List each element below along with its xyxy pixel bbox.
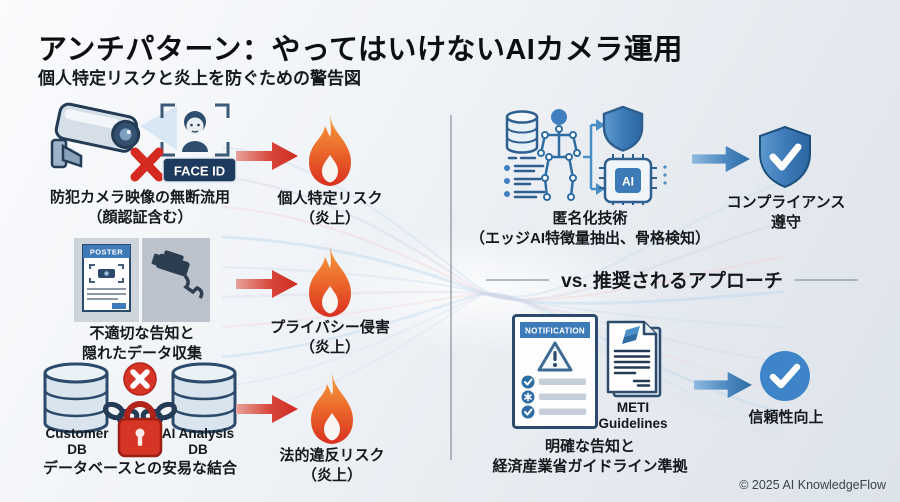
poster-sheet: POSTER (82, 244, 131, 312)
antipattern-caption-2: 不適切な告知と 隠れたデータ収集 (81, 325, 202, 362)
customer-db-cylinder (43, 362, 109, 434)
camera-body (54, 102, 141, 153)
branch-connector (583, 123, 596, 191)
risk-arrow-icon (236, 142, 298, 170)
risk-arrow-icon (236, 270, 298, 298)
warning-triangle-icon (537, 341, 573, 372)
doc-text-lines (613, 349, 651, 387)
trust-label: 信頼性向上 (748, 409, 824, 426)
safe-arrow-icon (692, 145, 750, 173)
risk-arrow-icon (236, 395, 298, 423)
compliance-label: コンプライアンス 遵守 (726, 194, 846, 231)
notification-caption: 明確な告知と 経済産業省ガイドライン準拠 (492, 438, 688, 475)
face-id-badge: FACE ID (162, 157, 237, 183)
red-x-circle-icon (123, 362, 157, 396)
branch-arrowhead-top (596, 119, 605, 131)
check-icon (769, 363, 801, 389)
privacy-shield-icon (602, 105, 644, 152)
feature-list-icon (504, 164, 546, 199)
antipattern-caption-1: 防犯カメラ映像の無断流用 （顔認証含む） (49, 189, 230, 226)
ai-chip-icon: AI (599, 154, 667, 205)
vs-divider-line-right (794, 278, 859, 281)
skeleton-pose-icon (537, 109, 581, 201)
flame-icon (311, 372, 353, 444)
camera-panel (142, 238, 210, 322)
anonymization-caption: 匿名化技術 （エッジAI特徴量抽出、骨格検知） (469, 210, 710, 247)
face-id-badge-label: FACE ID (174, 164, 225, 179)
notification-poster-icon: NOTIFICATION (512, 314, 598, 429)
hidden-camera-silhouette (151, 250, 204, 300)
vs-divider: vs. 推奨されるアプローチ (486, 266, 859, 293)
risk-label-3: 法的違反リスク （炎上） (279, 447, 385, 484)
meti-logo-mark (622, 326, 640, 344)
notification-header-label: NOTIFICATION (525, 327, 585, 336)
poster-header-label: POSTER (90, 248, 123, 257)
flame-icon (309, 245, 351, 317)
antipattern-caption-3: データベースとの安易な結合 (42, 460, 238, 477)
customer-db-label: Customer DB (45, 426, 109, 458)
safe-arrow-icon (694, 371, 752, 399)
vs-divider-line-left (486, 278, 550, 281)
section-divider-line (450, 115, 452, 460)
risk-label-2: プライバシー侵害 （炎上） (270, 319, 390, 356)
ai-chip-label: AI (622, 175, 634, 189)
compliance-shield-icon (759, 125, 811, 189)
analysis-db-label: AI Analysis DB (161, 426, 235, 458)
camera-beam (140, 106, 177, 150)
analysis-db-cylinder (171, 362, 237, 434)
red-x-icon (130, 147, 164, 182)
linked-databases-icon (43, 362, 237, 458)
risk-label-1: 個人特定リスク （炎上） (277, 190, 383, 227)
trust-check-circle-icon (760, 351, 810, 401)
flame-icon (309, 114, 351, 186)
vs-divider-title: vs. 推奨されるアプローチ (561, 271, 783, 292)
meti-guidelines-doc-icon (606, 320, 662, 398)
page-subtitle: 個人特定リスクと炎上を防ぐための警告図 (38, 69, 361, 88)
wall-mount (50, 138, 83, 169)
checklist-rows (521, 375, 586, 419)
cctv-face-scan-icon: FACE ID (50, 102, 237, 183)
face-avatar (182, 111, 208, 152)
copyright-notice: © 2025 AI KnowledgeFlow (739, 478, 886, 492)
meti-doc-label: METI Guidelines (598, 400, 668, 432)
padlock-icon (117, 401, 163, 458)
anonymization-tech-icon: AI (504, 105, 667, 205)
check-icon (769, 143, 802, 171)
database-icon (505, 110, 539, 154)
page-title: アンチパターン：やってはいけないAIカメラ運用 (38, 34, 683, 66)
poster-and-camera-icon: POSTER (74, 238, 210, 322)
